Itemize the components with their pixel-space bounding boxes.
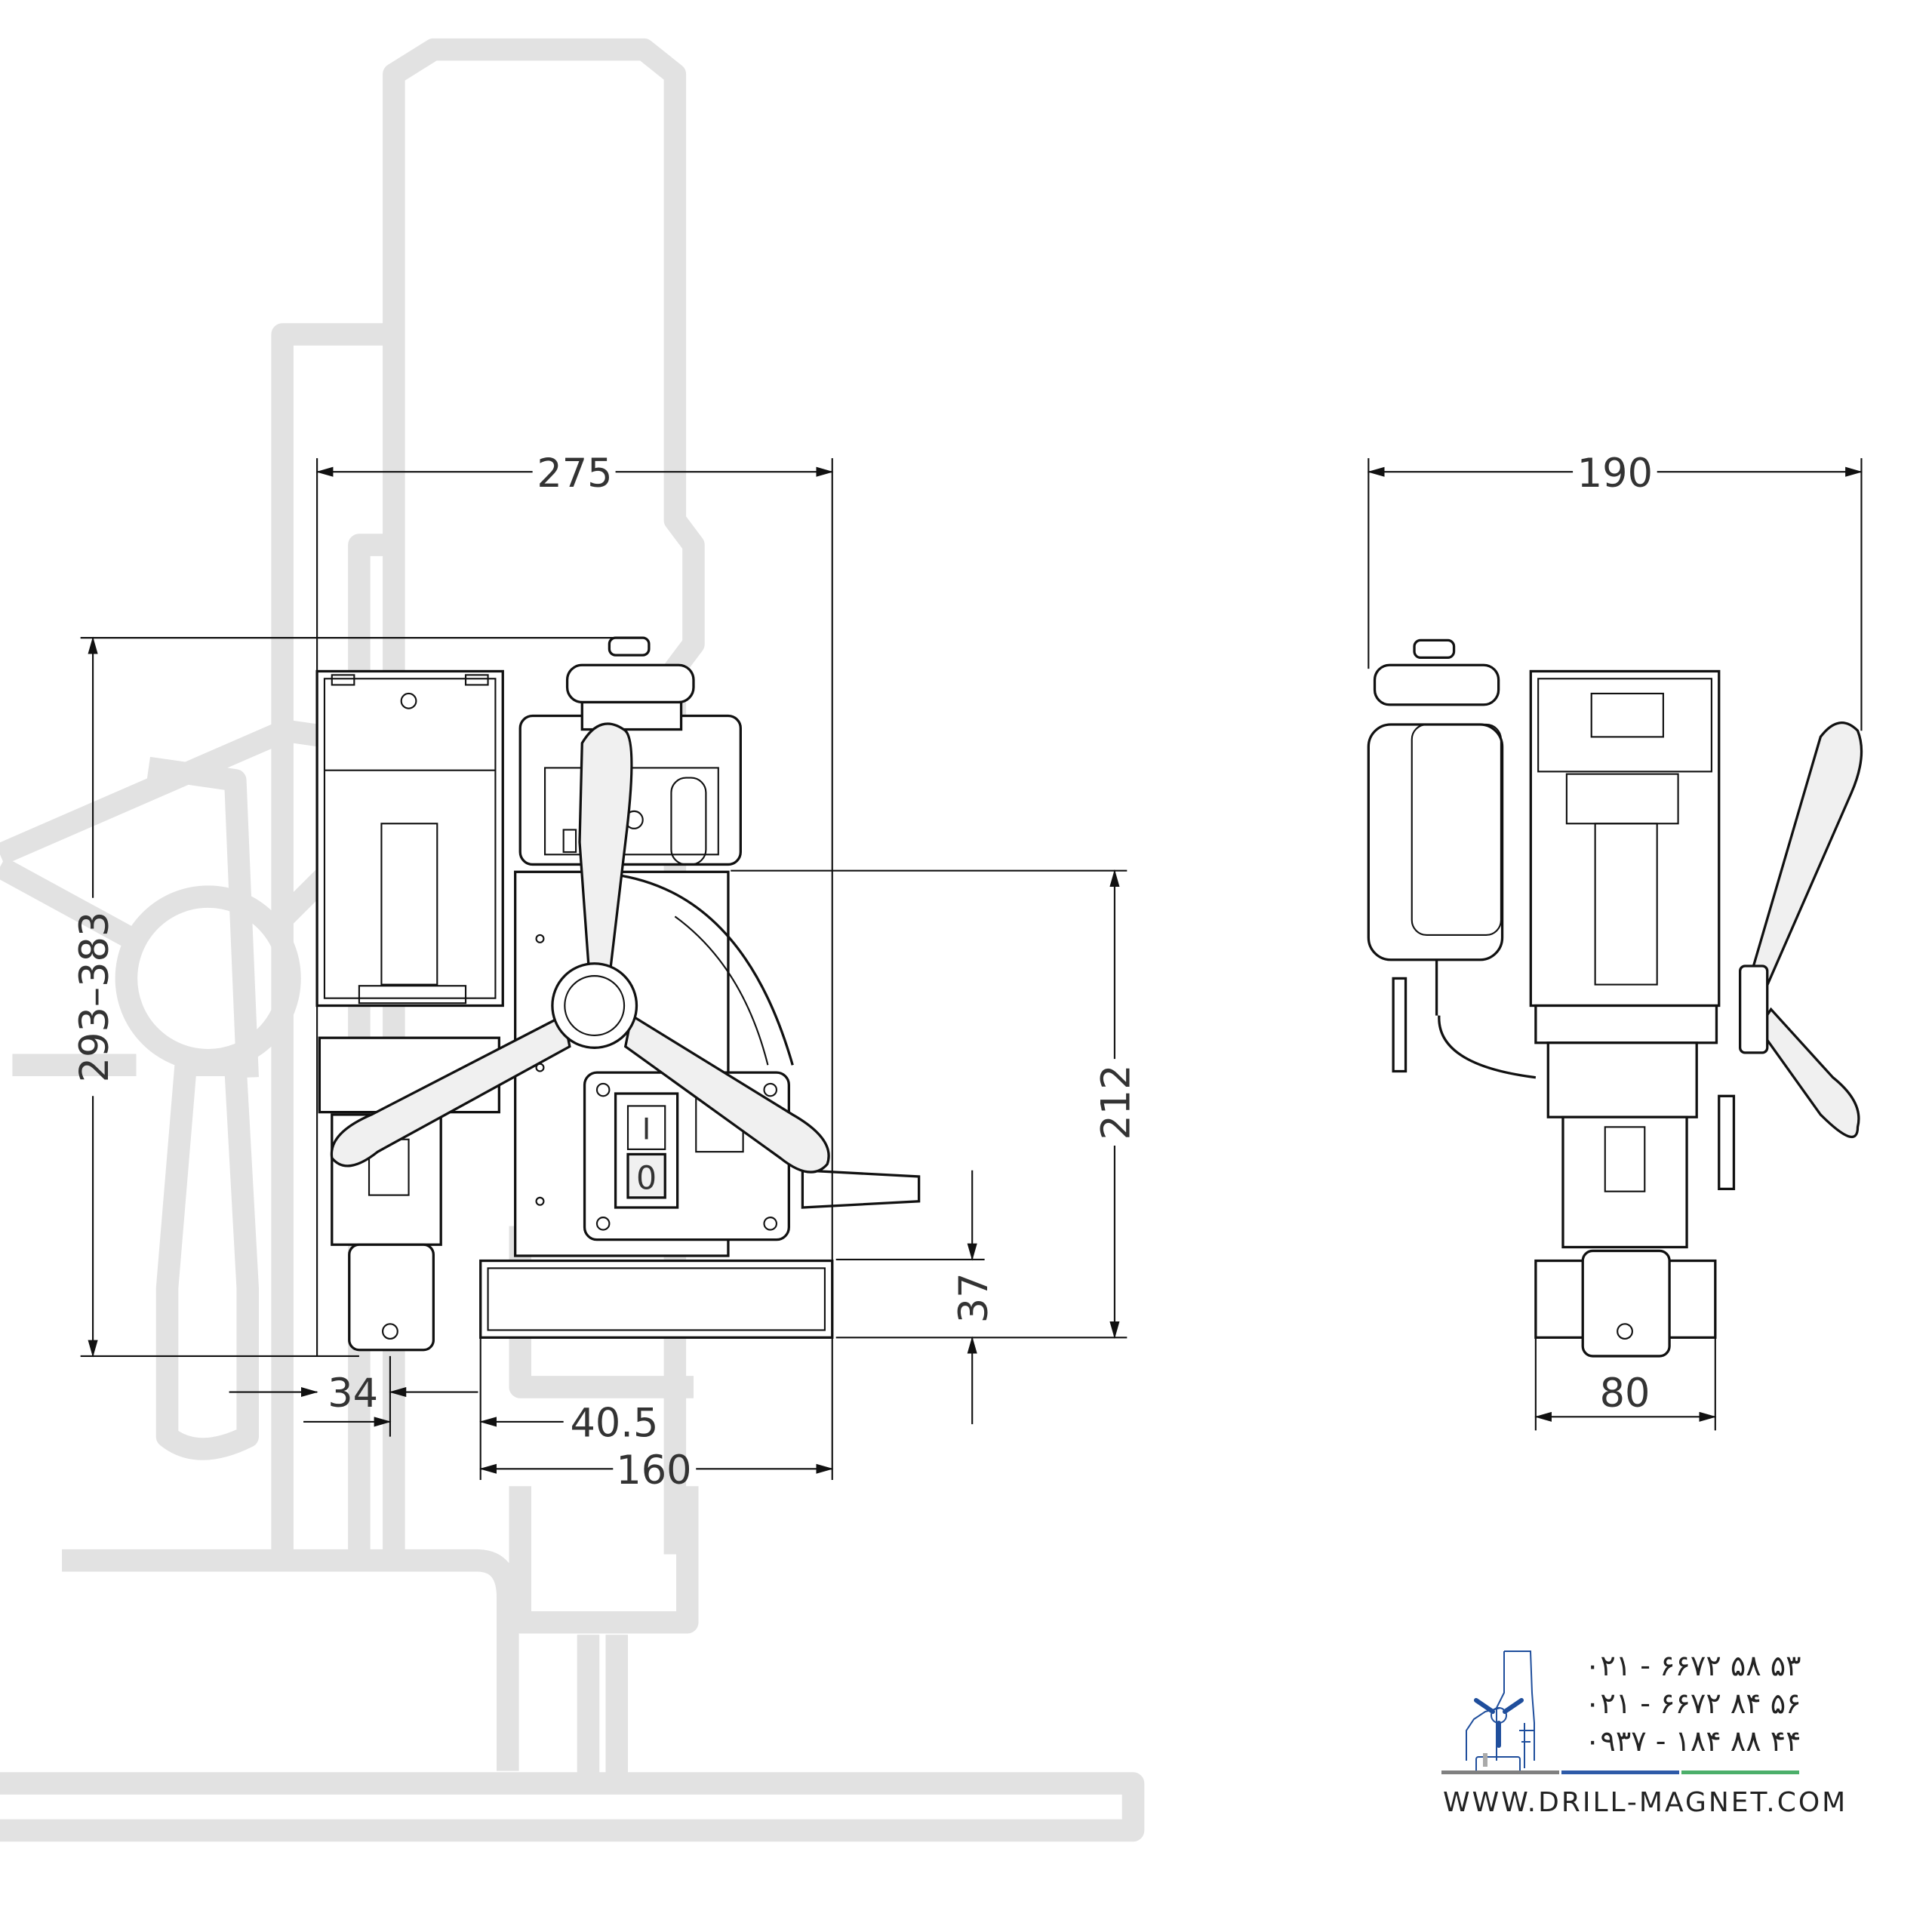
dim-spindle-diameter: 34 <box>328 1371 378 1417</box>
dim-side-base-width: 80 <box>1600 1371 1651 1417</box>
dim-base-height: 37 <box>951 1272 997 1323</box>
phone-number-2[interactable]: ۰۲۱ - ۶۶۷۲ ۸۴ ۵۶ <box>1585 1687 1801 1720</box>
feed-handles[interactable] <box>330 722 830 1174</box>
front-view: I 0 <box>315 636 921 1352</box>
dim-height-range: 293–383 <box>72 912 118 1083</box>
company-logo <box>1466 1651 1535 1774</box>
dim-front-width: 275 <box>537 451 612 497</box>
dim-side-width: 190 <box>1577 451 1653 497</box>
side-motor-housing <box>1529 669 1721 1008</box>
side-feed-handle[interactable] <box>1744 721 1863 992</box>
side-view <box>1367 638 1863 1358</box>
switch-on-label: I <box>642 1112 651 1147</box>
dim-spindle-offset: 40.5 <box>570 1401 658 1447</box>
divider-blue <box>1561 1770 1679 1774</box>
divider-gray <box>1441 1770 1559 1774</box>
magnet-base <box>479 1259 834 1339</box>
website-link[interactable]: WWW.DRILL-MAGNET.COM <box>1443 1787 1848 1818</box>
dim-base-length: 160 <box>616 1447 691 1494</box>
switch-off-label: 0 <box>636 1159 657 1197</box>
feed-arc <box>613 872 794 1066</box>
phone-number-1[interactable]: ۰۲۱ - ۶۶۷۲ ۵۸ ۵۳ <box>1585 1649 1801 1682</box>
contact-block: ۰۲۱ - ۶۶۷۲ ۵۸ ۵۳ ۰۲۱ - ۶۶۷۲ ۸۴ ۵۶ ۰۹۳۷ -… <box>1434 1641 1857 1838</box>
phone-number-3[interactable]: ۰۹۳۷ - ۱۸۴ ۸۸ ۴۴ <box>1585 1724 1801 1758</box>
arbor <box>348 1243 435 1352</box>
motor-housing <box>315 669 504 1008</box>
divider-green <box>1681 1770 1799 1774</box>
dim-column-height: 212 <box>1094 1064 1140 1140</box>
top-cap <box>565 663 695 704</box>
coolant-tank <box>1367 723 1504 961</box>
dimension-lines: 275 190 293–383 212 37 34 40.5 160 <box>72 451 1863 1494</box>
